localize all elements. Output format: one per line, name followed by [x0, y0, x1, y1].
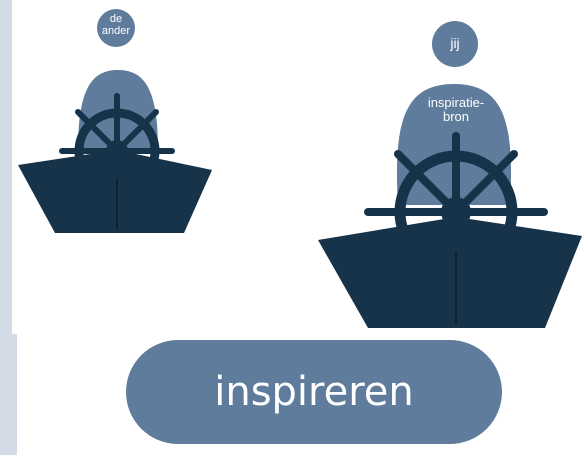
pill-label: inspireren: [214, 369, 414, 415]
left-person-head: [97, 9, 135, 47]
right-body-label: inspiratie- bron: [408, 96, 504, 123]
right-person-label: jij: [450, 35, 460, 51]
left-label-line-1: de: [109, 13, 123, 25]
right-body-label-line-2: bron: [442, 108, 470, 124]
inspireren-pill: inspireren: [126, 340, 502, 444]
right-ship: [318, 217, 582, 328]
right-body-label-line-1: inspiratie-: [427, 95, 485, 110]
left-person-label: de ander: [97, 13, 135, 37]
left-ship: [18, 150, 212, 233]
right-person-head: [432, 21, 478, 67]
left-label-line-2: ander: [101, 24, 131, 37]
